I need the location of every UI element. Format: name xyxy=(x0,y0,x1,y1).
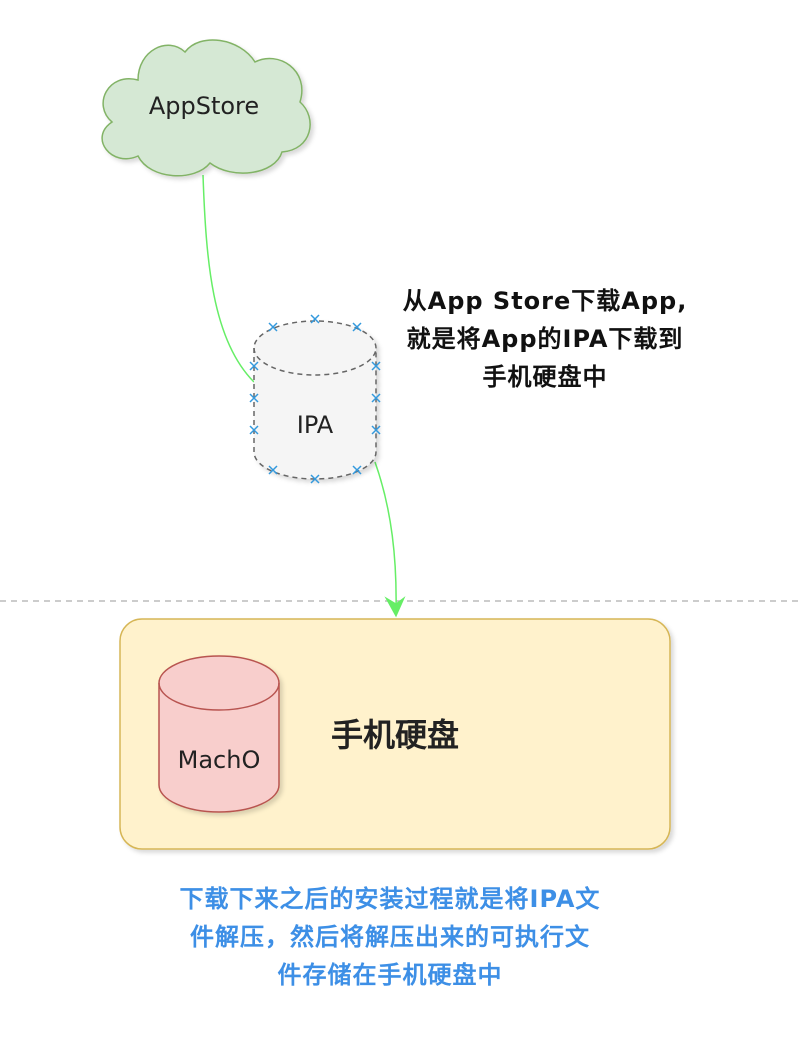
selection-markers xyxy=(249,314,381,484)
ipa-cylinder-rim xyxy=(253,347,377,376)
macho-cylinder-rim xyxy=(158,682,280,711)
node-appstore[interactable]: AppStore xyxy=(101,39,311,177)
cloud-shape xyxy=(101,39,311,177)
arrowhead-icon xyxy=(384,596,406,618)
selection-marker-icon[interactable] xyxy=(371,393,381,403)
selection-marker-icon[interactable] xyxy=(249,425,259,435)
edge-appstore-to-ipa[interactable] xyxy=(202,174,255,383)
selection-marker-icon[interactable] xyxy=(352,322,362,332)
node-macho[interactable]: MachO xyxy=(158,655,280,813)
selection-marker-icon[interactable] xyxy=(310,474,320,484)
selection-marker-icon[interactable] xyxy=(268,322,278,332)
ipa-cylinder-body xyxy=(253,320,377,480)
appstore-label: AppStore xyxy=(149,92,259,120)
selection-marker-icon[interactable] xyxy=(371,361,381,371)
macho-label: MachO xyxy=(178,746,261,774)
selection-marker-icon[interactable] xyxy=(371,425,381,435)
ipa-label: IPA xyxy=(297,411,334,439)
selection-marker-icon[interactable] xyxy=(249,393,259,403)
selection-marker-icon[interactable] xyxy=(352,465,362,475)
selection-marker-icon[interactable] xyxy=(249,361,259,371)
macho-cylinder-body xyxy=(158,655,280,813)
download-note: 从App Store下载App, 就是将App的IPA下载到 手机硬盘中 xyxy=(402,287,688,391)
install-note: 下载下来之后的安装过程就是将IPA文 件解压，然后将解压出来的可执行文 件存储在… xyxy=(179,885,601,989)
selection-marker-icon[interactable] xyxy=(310,314,320,324)
edge-ipa-to-container[interactable] xyxy=(374,461,397,613)
container-label: 手机硬盘 xyxy=(331,716,459,754)
selection-marker-icon[interactable] xyxy=(268,465,278,475)
node-ipa[interactable]: IPA xyxy=(249,314,381,484)
